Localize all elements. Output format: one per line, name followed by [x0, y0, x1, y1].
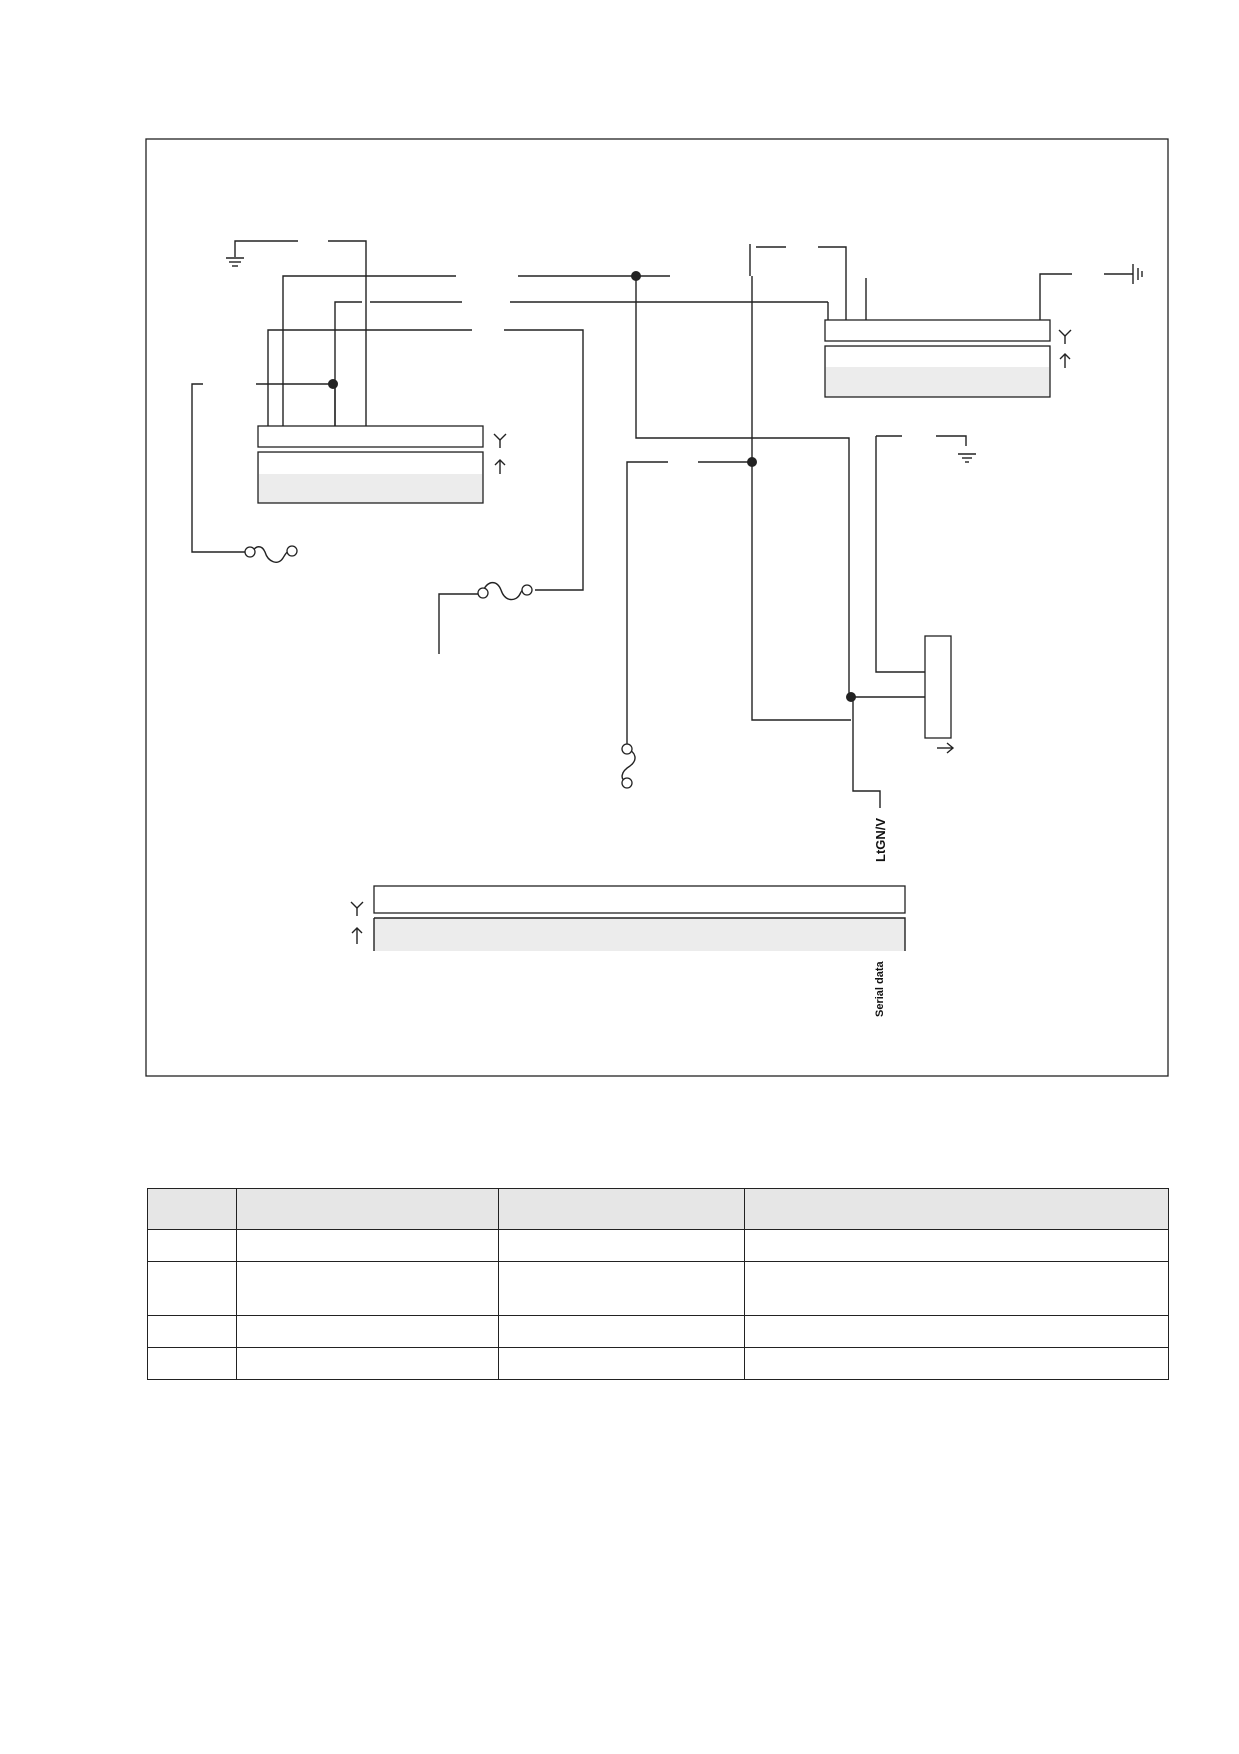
table-row [147, 1315, 1169, 1348]
splice-dot [846, 692, 856, 702]
table-cell [498, 1229, 745, 1262]
connector-male-icon [494, 459, 506, 474]
connector-female-icon [493, 433, 507, 448]
table-header-cell [744, 1188, 1169, 1230]
left-connector [257, 425, 507, 504]
table-cell [744, 1315, 1169, 1348]
right-connector [824, 319, 1072, 398]
connector-male-icon [1059, 353, 1071, 368]
diagram-frame [145, 138, 1169, 1077]
table-header-cell [498, 1188, 745, 1230]
connector-female-icon [350, 901, 364, 916]
table-cell [236, 1229, 499, 1262]
table-row [147, 1347, 1169, 1380]
table-row [147, 1261, 1169, 1316]
connector-male-icon [351, 927, 363, 944]
bottom-connector [350, 885, 906, 951]
fuse-icon [438, 581, 533, 654]
splice-dot [631, 271, 641, 281]
fuse-icon [621, 743, 636, 789]
table-cell [236, 1315, 499, 1348]
table-cell [498, 1347, 745, 1380]
ground-icon [958, 453, 976, 463]
table-cell [236, 1347, 499, 1380]
splice-dot [328, 379, 338, 389]
table-cell [744, 1261, 1169, 1316]
chassis-ground-icon [1104, 264, 1143, 284]
table-header-row [147, 1188, 1169, 1230]
legend-table [147, 1188, 1169, 1380]
ground-icon [226, 240, 298, 267]
table-cell [147, 1315, 237, 1348]
small-connector [924, 635, 955, 754]
table-cell [744, 1347, 1169, 1380]
wiring-diagram: LtGN/V Serial data [145, 138, 1169, 1077]
table-cell [236, 1261, 499, 1316]
table-cell [498, 1261, 745, 1316]
center-wires [626, 244, 1072, 808]
table-cell [147, 1229, 237, 1262]
arrow-right-icon [937, 742, 955, 754]
connector-female-icon [1058, 329, 1072, 344]
splice-dot [747, 457, 757, 467]
fuse-icon [244, 545, 298, 563]
table-row [147, 1229, 1169, 1262]
left-connector-wires [191, 240, 829, 591]
table-cell [498, 1315, 745, 1348]
table-header-cell [147, 1188, 237, 1230]
serial-data-label: Serial data [874, 960, 886, 1017]
table-cell [744, 1229, 1169, 1262]
wire-color-label: LtGN/V [873, 818, 888, 862]
table-cell [147, 1261, 237, 1316]
table-cell [147, 1347, 237, 1380]
table-header-cell [236, 1188, 499, 1230]
